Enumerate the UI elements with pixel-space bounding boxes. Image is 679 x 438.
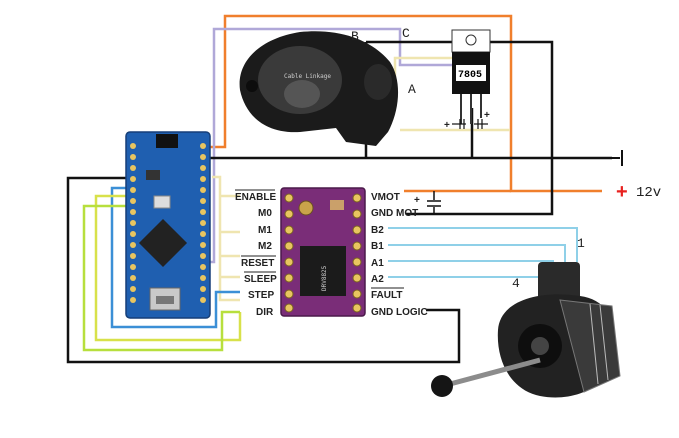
pin-label-m2: M2 (258, 241, 272, 252)
sensor-pin-c: C (402, 26, 410, 41)
nano-usb-opening (156, 296, 174, 304)
pin-label-sleep: SLEEP (244, 274, 277, 285)
pin-label-enable: ENABLE (235, 192, 276, 203)
voltage-regulator: 7805 + + (444, 29, 491, 131)
pin-label-b2: B2 (371, 225, 384, 236)
pin-label-vmot: VMOT (371, 192, 400, 203)
pin-label-dir: DIR (256, 307, 274, 318)
reg-cap-plus-left: + (444, 120, 450, 131)
wire-lightblue (388, 227, 578, 278)
sensor-face (258, 46, 342, 114)
driver-pins-left (284, 193, 294, 313)
pin-label-a2: A2 (371, 274, 384, 285)
sensor-pin-a: A (408, 82, 416, 97)
driver-left-labels: ENABLE M0 M1 M2 RESET SLEEP STEP DIR (235, 189, 277, 318)
stepper-driver: DRV8825 (280, 187, 366, 317)
power-input: + + 12v (414, 150, 661, 214)
supply-label: 12v (636, 185, 661, 201)
ground-symbol (612, 150, 623, 166)
wire-blue (110, 186, 240, 329)
driver-pins-right (352, 193, 362, 313)
nano-reset-button (153, 195, 171, 209)
motor-stack (559, 299, 621, 393)
supply-plus-symbol: + (616, 181, 628, 203)
motor-lever-knob (431, 375, 453, 397)
driver-chip (300, 246, 346, 296)
pin-label-fault: FAULT (371, 290, 402, 301)
nano-pins-right (200, 143, 206, 303)
stepper-motor: 1 4 (431, 236, 621, 398)
regulator-tab-hole (465, 34, 477, 46)
motor-shaft (531, 337, 549, 355)
wire-black-loop (66, 176, 461, 364)
motor-lever-arm (449, 357, 541, 387)
wires (66, 14, 612, 364)
regulator-label: 7805 (458, 70, 482, 81)
nano-icsp-header (156, 134, 178, 148)
regulator-label-box (456, 65, 486, 81)
wire-lavender (208, 27, 455, 264)
nano-pins-left (130, 143, 136, 303)
bulk-cap-plus: + (414, 195, 420, 206)
driver-capacitor (330, 200, 344, 210)
bulk-capacitor (427, 191, 441, 214)
sensor-pin-b: B (351, 29, 359, 44)
pin-label-step: STEP (248, 290, 274, 301)
nano-mcu-chip (138, 218, 188, 268)
regulator-capacitors (452, 119, 488, 129)
wire-cream (212, 175, 240, 302)
motor-coil-label-1: 1 (577, 236, 585, 251)
wire-yellow (94, 194, 242, 342)
driver-right-labels: VMOT GND MOT B2 B1 A1 A2 FAULT GND LOGIC (371, 192, 428, 318)
driver-potentiometer (298, 200, 314, 216)
pin-label-m1: M1 (258, 225, 272, 236)
sensor-brand: Cable Linkage (284, 73, 331, 80)
sensor-mount-hole (246, 80, 258, 92)
motor-coil-label-4: 4 (512, 276, 520, 291)
pin-label-b1: B1 (371, 241, 384, 252)
wire-lime (82, 204, 240, 352)
motor-stack-ribs (589, 303, 609, 385)
pin-label-gnd-logic: GND LOGIC (371, 307, 428, 318)
pin-label-gnd-mot: GND MOT (371, 208, 418, 219)
pin-label-m0: M0 (258, 208, 272, 219)
sensor-connector (364, 64, 392, 100)
pin-label-reset: RESET (241, 258, 274, 269)
pin-label-a1: A1 (371, 258, 384, 269)
nano-small-ic (146, 170, 160, 180)
driver-chip-label: DRV8825 (321, 265, 328, 291)
wire-orange-12v (210, 14, 602, 193)
arduino-nano (125, 131, 211, 319)
reg-cap-plus-right: + (484, 110, 490, 121)
position-sensor: Cable Linkage A B C (239, 26, 416, 147)
sensor-hub (284, 80, 320, 108)
